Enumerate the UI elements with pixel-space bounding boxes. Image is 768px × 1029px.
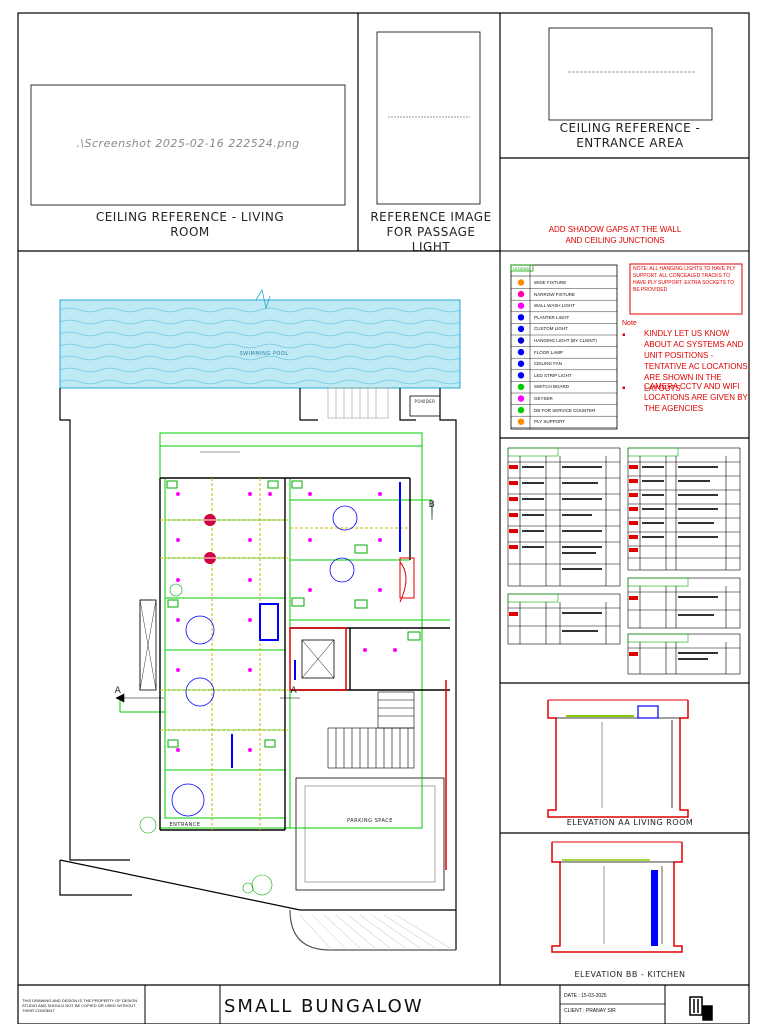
legend-item-label: CEILING FAN xyxy=(534,361,563,367)
copyright-note: THIS DRAWING AND DESIGN IS THE PROPERTY … xyxy=(22,998,138,1013)
elevation-bb xyxy=(551,841,683,953)
shadow-gap-note: ADD SHADOW GAPS AT THE WALL AND CEILING … xyxy=(548,225,682,245)
pool-label: SWIMMING POOL xyxy=(239,351,289,357)
wide-fixture-icon xyxy=(517,279,525,286)
note-kindly: KINDLY LET US KNOW ABOUT AC SYSTEMS AND … xyxy=(644,329,748,393)
legend-item-label: WIDE FIXTURE xyxy=(534,280,567,285)
ceiling-fan-icon xyxy=(517,360,525,367)
legend-heading: LEGEND xyxy=(513,266,530,271)
passage-caption: REFERENCE IMAGE FOR PASSAGE LIGHT xyxy=(370,210,492,254)
living-room-caption: CEILING REFERENCE - LIVING ROOM xyxy=(95,210,285,239)
legend-item-label: SWITCH BOARD xyxy=(534,384,570,390)
legend-item-label: GEYSER xyxy=(534,396,553,401)
note-box-text: NOTE: ALL HANGING LIGHTS TO HAVE PLY SUP… xyxy=(633,266,736,293)
legend-box xyxy=(510,264,618,430)
legend-item-label: PLANTER LIGHT xyxy=(534,314,570,320)
legend-item-label: PLY SUPPORT xyxy=(534,419,566,425)
led-strip-icon xyxy=(517,372,525,379)
section-a-right: A xyxy=(290,686,298,696)
wall-wash-icon xyxy=(517,302,525,309)
legend-item-label: LED STRIP LIGHT xyxy=(534,372,572,378)
entrance-image-frame xyxy=(548,27,713,121)
floor-lamp-icon xyxy=(517,348,525,356)
living-room-image-filename: .\Screenshot 2025-02-16 222524.png xyxy=(76,137,300,150)
geyser-icon xyxy=(517,395,525,402)
project-title: SMALL BUNGALOW xyxy=(224,996,424,1017)
planter-light-icon xyxy=(517,314,525,321)
note-label: Note xyxy=(622,320,637,327)
legend-item-label: DB FOR SERVICE COUNTER xyxy=(534,407,596,413)
living-room-image-frame xyxy=(30,84,346,206)
entrance-caption: CEILING REFERENCE - ENTRANCE AREA xyxy=(559,121,701,150)
parking-label: PARKING SPACE xyxy=(347,818,393,824)
elevation-bb-caption: ELEVATION BB - KITCHEN xyxy=(574,970,686,979)
elevation-aa xyxy=(547,699,689,818)
hanging-light-icon xyxy=(517,337,525,344)
legend-item-label: WALL WASH LIGHT xyxy=(534,303,576,309)
entrance-label: ENTRANCE xyxy=(169,822,201,828)
powder-label: POWDER xyxy=(414,399,436,404)
note-cctv: CAMERA CCTV AND WIFI LOCATIONS ARE GIVEN… xyxy=(644,382,748,413)
legend-item-label: FLOOR LAMP xyxy=(534,349,564,355)
section-a-left: A xyxy=(114,686,122,696)
floor-plan xyxy=(59,288,461,951)
legend-item-label: CUSTOM LIGHT xyxy=(534,326,568,332)
db-icon xyxy=(517,406,525,414)
logo xyxy=(689,996,713,1021)
note-bullet-2: ▪ xyxy=(622,383,626,394)
legend-item-label: HANGING LIGHT (BY CLIENT) xyxy=(534,338,597,343)
switch-board-icon xyxy=(517,383,525,391)
passage-image-frame xyxy=(376,31,481,205)
client-name: CLIENT : PRANAY SIR xyxy=(564,1008,616,1014)
schedule-tables xyxy=(507,447,741,675)
elevation-aa-caption: ELEVATION AA LIVING ROOM xyxy=(566,818,694,827)
narrow-fixture-icon xyxy=(517,290,525,298)
section-b: B xyxy=(428,500,436,510)
note-bullet-1: ▪ xyxy=(622,330,626,341)
legend-item-label: NARROW FIXTURE xyxy=(534,291,575,297)
custom-light-icon xyxy=(517,325,525,333)
drawing-date: DATE : 15-03-2025 xyxy=(564,993,607,999)
ply-support-icon xyxy=(517,418,525,425)
